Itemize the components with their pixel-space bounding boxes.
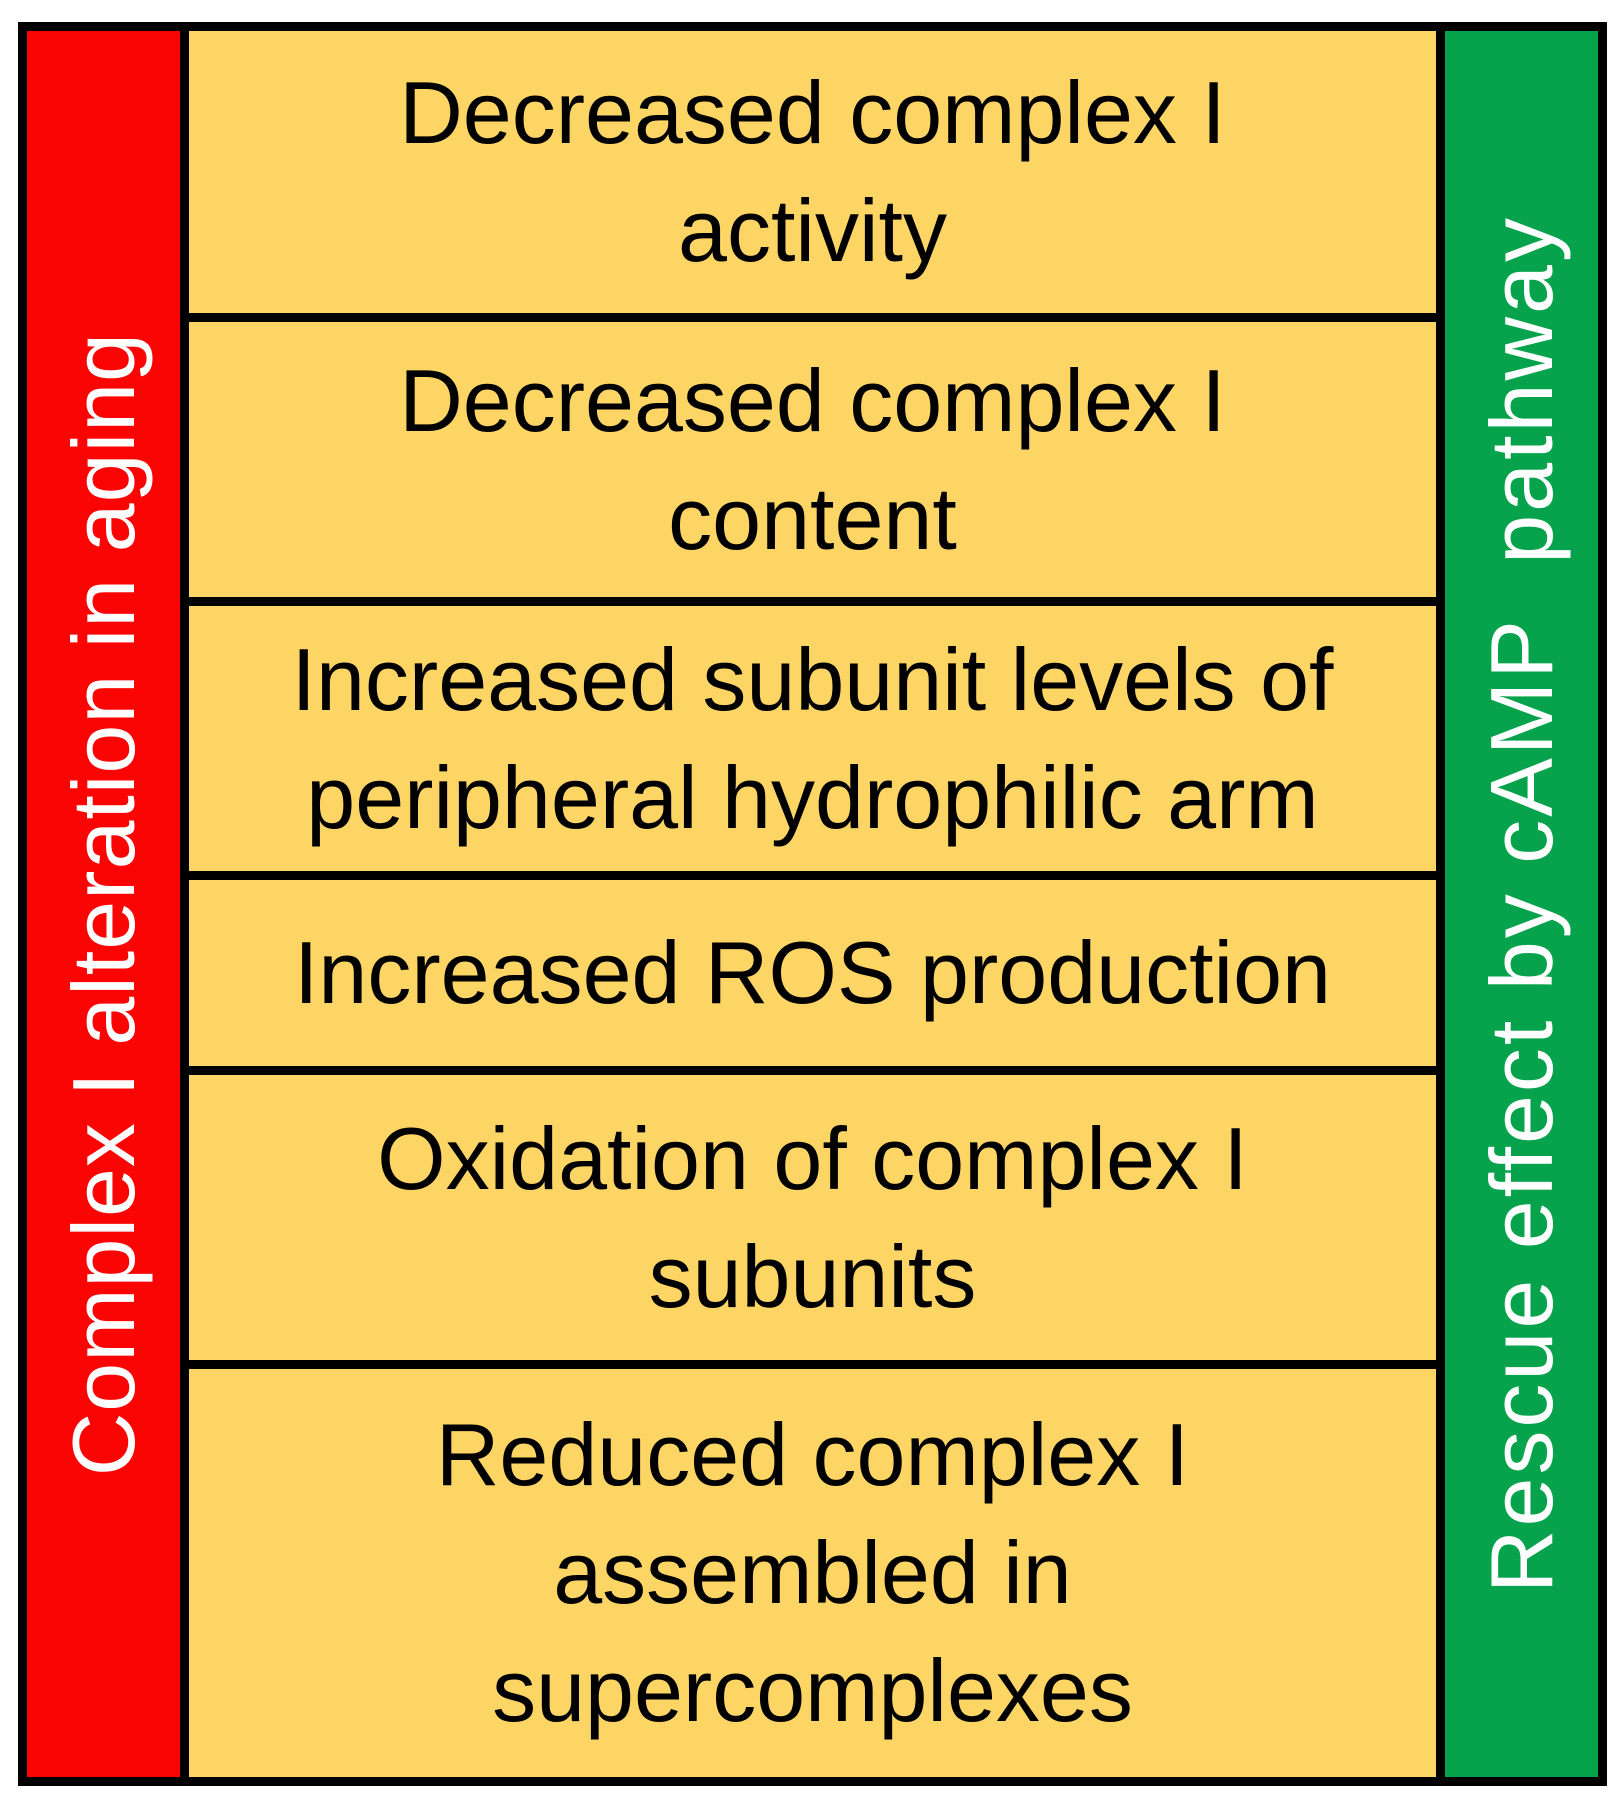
- alteration-text: Increased subunit levels of peripheral h…: [291, 629, 1334, 847]
- alteration-text: Decreased complex I activity: [399, 63, 1226, 280]
- aging-alteration-band: Complex I alteration in aging: [27, 31, 180, 1777]
- alteration-text: Reduced complex I assembled in supercomp…: [435, 1405, 1190, 1741]
- alteration-text: Decreased complex I content: [399, 350, 1226, 568]
- alteration-row-supercomplexes: Reduced complex I assembled in supercomp…: [189, 1360, 1436, 1777]
- alteration-text: Oxidation of complex I subunits: [377, 1108, 1248, 1326]
- camp-rescue-label: Rescue effect by cAMP pathway: [1471, 214, 1571, 1594]
- alteration-row-ros: Increased ROS production: [189, 871, 1436, 1066]
- aging-alteration-label: Complex I alteration in aging: [53, 331, 153, 1477]
- alteration-text: Increased ROS production: [293, 923, 1331, 1023]
- complex-i-aging-diagram: Complex I alteration in aging Decreased …: [18, 22, 1607, 1786]
- alteration-row-subunit-levels: Increased subunit levels of peripheral h…: [189, 597, 1436, 871]
- alterations-column: Decreased complex I activity Decreased c…: [180, 31, 1445, 1777]
- alteration-row-activity: Decreased complex I activity: [189, 31, 1436, 313]
- camp-rescue-band: Rescue effect by cAMP pathway: [1445, 31, 1598, 1777]
- alteration-row-content: Decreased complex I content: [189, 313, 1436, 597]
- alteration-row-oxidation: Oxidation of complex I subunits: [189, 1066, 1436, 1360]
